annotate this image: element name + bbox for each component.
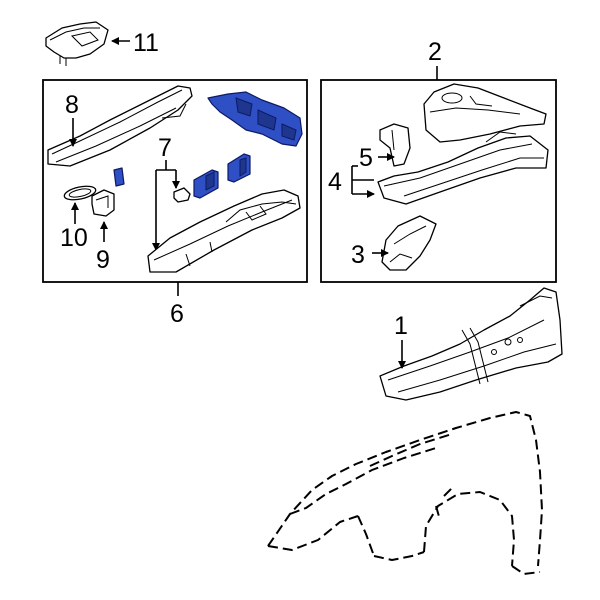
callout-7[interactable]: 7 [158, 134, 172, 162]
highlighted-reinforcement[interactable] [207, 91, 303, 147]
group-6-frame [42, 79, 308, 283]
part-10-cap[interactable] [63, 184, 97, 202]
part-5-brace[interactable] [379, 123, 411, 167]
callout-6[interactable]: 6 [170, 300, 184, 328]
highlighted-small-pieces[interactable] [113, 153, 251, 199]
group-2-frame [320, 79, 557, 283]
part-6-frame-rail[interactable] [147, 189, 301, 273]
callout-5[interactable]: 5 [359, 144, 373, 172]
part-7-bracket[interactable] [173, 187, 191, 203]
callout-9[interactable]: 9 [96, 246, 110, 274]
callout-7-leader [152, 160, 180, 251]
callout-1[interactable]: 1 [394, 312, 408, 340]
part-9-clip[interactable] [91, 189, 115, 217]
part-11-bracket[interactable] [45, 21, 109, 66]
part-3-bracket[interactable] [381, 215, 437, 271]
callout-3[interactable]: 3 [351, 241, 365, 269]
callout-8[interactable]: 8 [65, 91, 79, 119]
part-4-front-rail[interactable] [377, 131, 549, 205]
part-2-strut-tower[interactable] [423, 83, 547, 143]
callout-11[interactable]: 11 [133, 29, 159, 57]
callout-10[interactable]: 10 [60, 224, 88, 252]
fender-outline [267, 411, 543, 575]
callout-4[interactable]: 4 [328, 168, 342, 196]
callout-2[interactable]: 2 [428, 38, 442, 66]
part-1-apron[interactable] [379, 287, 563, 401]
callout-4-leader [351, 165, 375, 198]
